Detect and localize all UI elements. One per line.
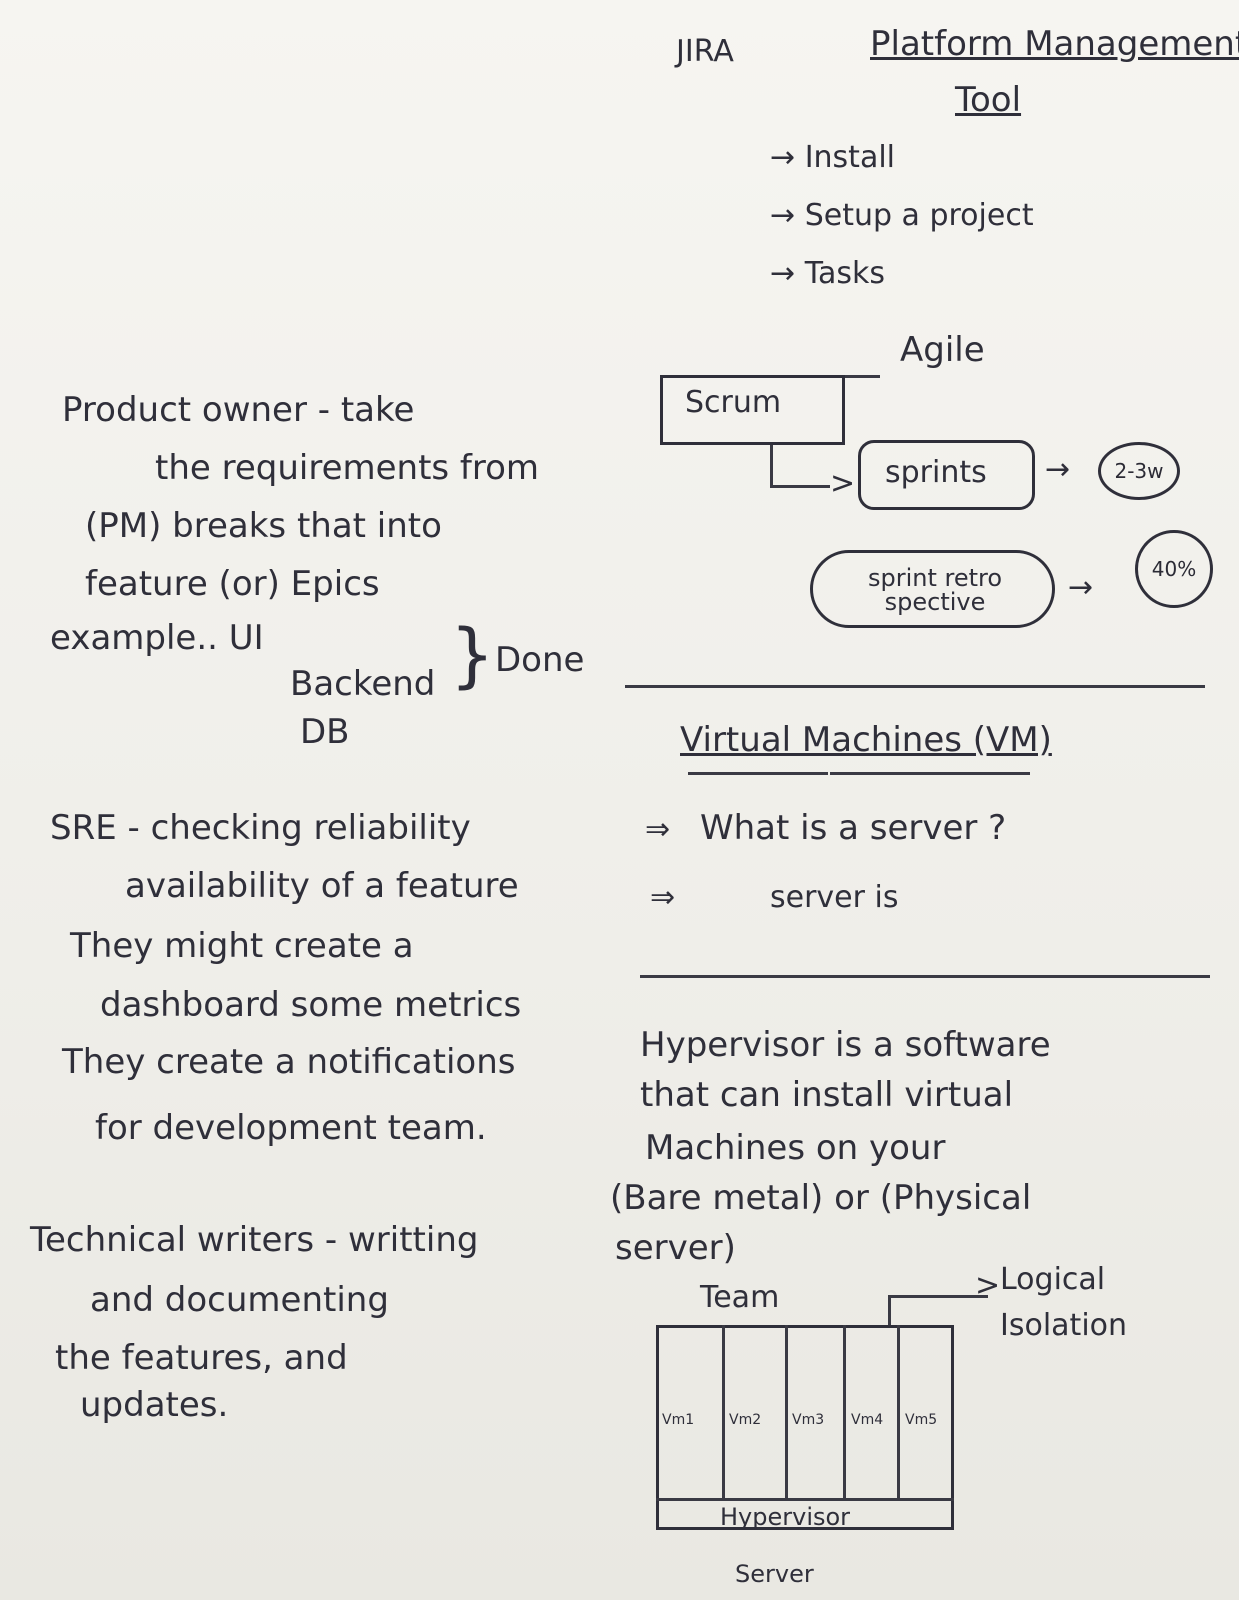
sre-line-3: They might create a: [70, 926, 414, 966]
vm-answer: server is: [770, 880, 899, 915]
tw-line-2: and documenting: [90, 1280, 389, 1320]
isolation-label: Isolation: [1000, 1308, 1128, 1343]
jira-step-setup: → Setup a project: [770, 198, 1034, 233]
vm-box-4: Vm4: [851, 1412, 884, 1428]
vm-divider-3: [843, 1325, 846, 1500]
tw-line-3: the features, and: [55, 1338, 348, 1378]
brace-icon: }: [450, 614, 495, 696]
scrum-connector-arrow: [770, 485, 830, 488]
jira-step-label: Tasks: [804, 256, 886, 291]
isolation-connector-v: [888, 1295, 891, 1325]
vm-box-5: Vm5: [905, 1412, 938, 1428]
vm-divider: [640, 975, 1210, 978]
arrow-icon: >: [830, 466, 856, 501]
hypervisor-base-label: Hypervisor: [720, 1503, 851, 1531]
page-title-line2: Tool: [955, 80, 1022, 120]
jira-step-label: Setup a project: [804, 198, 1034, 233]
sre-line-5: They create a notifications: [62, 1042, 516, 1082]
hypervisor-line-4: (Bare metal) or (Physical: [610, 1178, 1032, 1218]
retro-text: sprint retro spective: [867, 564, 1003, 616]
vm-heading: Virtual Machines (VM): [680, 720, 1052, 760]
po-stack-db: DB: [300, 712, 350, 752]
scrum-box: [660, 375, 845, 445]
scrum-connector-h: [845, 375, 880, 378]
vm-box-2: Vm2: [729, 1412, 762, 1428]
po-stack-backend: Backend: [290, 664, 436, 704]
arrow-icon: →: [1068, 570, 1094, 605]
tw-line-4: updates.: [80, 1385, 229, 1425]
hypervisor-line-1: Hypervisor is a software: [640, 1025, 1051, 1065]
sprint-duration-label: 2-3w: [1114, 459, 1164, 483]
arrow-icon: →: [1045, 452, 1071, 487]
sre-line-2: availability of a feature: [125, 866, 519, 906]
sre-line-1: SRE - checking reliability: [50, 808, 471, 848]
scrum-label: Scrum: [685, 385, 782, 420]
retro-label: sprint retro spective: [830, 566, 1040, 614]
po-line-5: example.. UI: [50, 618, 264, 658]
isolation-arrow-icon: >: [975, 1268, 1001, 1303]
retro-percent-badge: 40%: [1135, 530, 1213, 608]
vm-divider-2: [785, 1325, 788, 1500]
vm-heading-underline: [688, 772, 828, 775]
vm-diagram-frame: [656, 1325, 954, 1530]
jira-label: JIRA: [676, 34, 734, 69]
vm-divider-4: [897, 1325, 900, 1500]
logical-label: Logical: [1000, 1262, 1106, 1297]
isolation-connector-h: [888, 1295, 988, 1298]
po-line-4: feature (or) Epics: [85, 564, 380, 604]
arrow-icon: ⇒: [645, 812, 671, 847]
tw-line-1: Technical writers - writting: [30, 1220, 479, 1260]
section-divider: [625, 685, 1205, 688]
po-line-2: the requirements from: [155, 448, 540, 488]
po-line-1: Product owner - take: [62, 390, 415, 430]
po-line-3: (PM) breaks that into: [85, 506, 442, 546]
team-label: Team: [700, 1280, 780, 1315]
page-title: Platform Management: [870, 24, 1239, 64]
sre-line-6: for development team.: [95, 1108, 487, 1148]
retro-pill: [810, 550, 1055, 628]
vm-box-3: Vm3: [792, 1412, 825, 1428]
po-done: Done: [495, 640, 585, 680]
sre-line-4: dashboard some metrics: [100, 985, 522, 1025]
arrow-icon: ⇒: [650, 880, 676, 915]
vm-box-1: Vm1: [662, 1412, 695, 1428]
hypervisor-divider: [656, 1498, 954, 1501]
vm-divider-1: [722, 1325, 725, 1500]
jira-step-install: → Install: [770, 140, 895, 175]
jira-step-tasks: → Tasks: [770, 256, 886, 291]
hypervisor-line-5: server): [615, 1228, 736, 1268]
sprints-box: [858, 440, 1035, 510]
scrum-connector-v: [770, 445, 773, 487]
sprints-label: sprints: [885, 455, 987, 490]
agile-label: Agile: [900, 330, 985, 370]
vm-heading-underline2: [830, 772, 1030, 775]
retro-percent-label: 40%: [1151, 557, 1197, 581]
hypervisor-line-2: that can install virtual: [640, 1075, 1014, 1115]
server-base-label: Server: [735, 1560, 814, 1588]
sprint-duration-badge: 2-3w: [1098, 442, 1180, 500]
jira-step-label: Install: [804, 140, 895, 175]
vm-question: What is a server ?: [700, 808, 1007, 848]
hypervisor-line-3: Machines on your: [645, 1128, 946, 1168]
